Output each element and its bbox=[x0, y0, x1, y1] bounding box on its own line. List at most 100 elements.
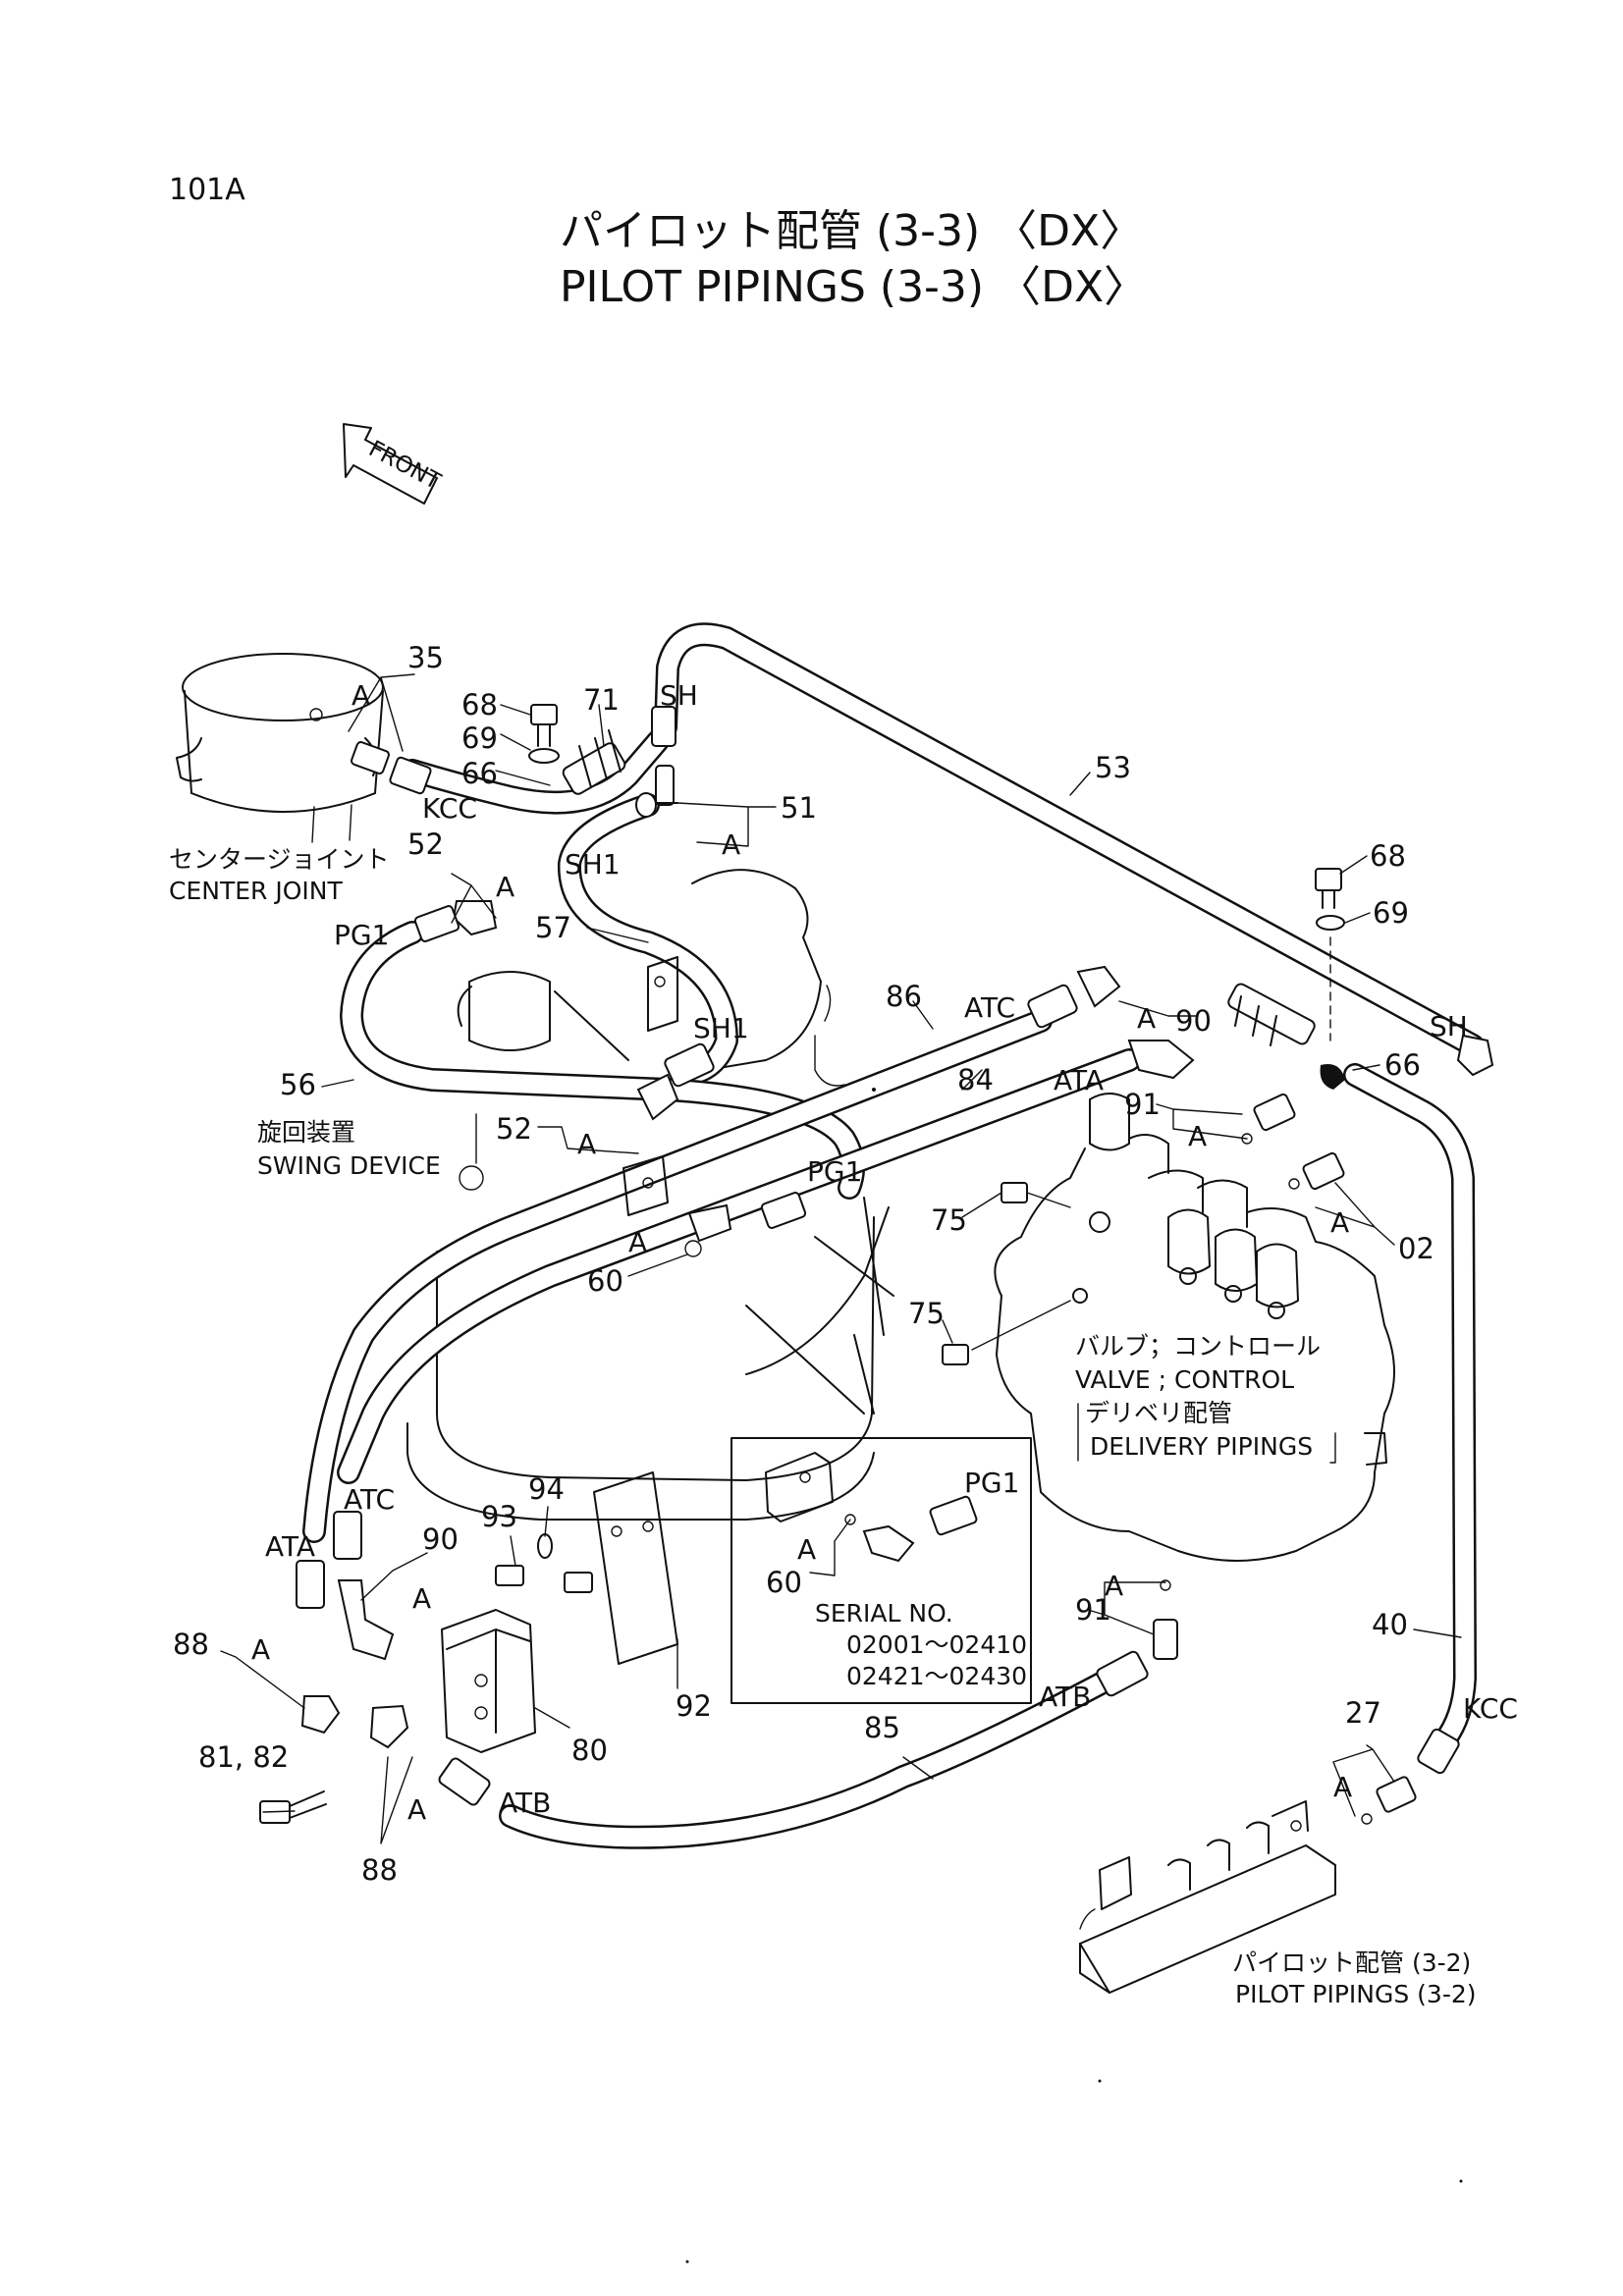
part-number-91-bottom: 91 bbox=[1075, 1593, 1111, 1627]
part-number-69-right: 69 bbox=[1373, 896, 1409, 930]
part-number-92: 92 bbox=[676, 1689, 712, 1723]
part-number-80: 80 bbox=[571, 1734, 608, 1767]
tag-sh1-mid: SH1 bbox=[693, 1012, 749, 1044]
part-number-91-top: 91 bbox=[1124, 1088, 1161, 1121]
part-number-85: 85 bbox=[864, 1711, 900, 1744]
part-number-86: 86 bbox=[886, 980, 922, 1013]
fitting-02 bbox=[1288, 1151, 1345, 1191]
fitting-atb-right bbox=[1096, 1650, 1149, 1697]
a-mark-91-top: A bbox=[1188, 1120, 1207, 1152]
elbow-52-top bbox=[413, 900, 498, 942]
tag-ata-top: ATA bbox=[1054, 1064, 1104, 1096]
elbow-sh-right bbox=[1456, 1034, 1494, 1077]
bolt-68-top bbox=[530, 704, 558, 747]
caption-center-joint-en: CENTER JOINT bbox=[169, 877, 343, 905]
leader-lines bbox=[220, 673, 1462, 1844]
caption-pilot-pipings-32-en: PILOT PIPINGS (3-2) bbox=[1235, 1980, 1477, 2008]
part-number-75-top: 75 bbox=[931, 1203, 967, 1237]
block-52 bbox=[647, 956, 678, 1032]
pipe-85 bbox=[499, 1662, 1131, 1849]
title-english: PILOT PIPINGS (3-3) 〈DX〉 bbox=[560, 262, 1147, 312]
caption-swing-device-jp: 旋回装置 bbox=[257, 1118, 355, 1147]
part-number-90-bottom: 90 bbox=[422, 1522, 459, 1556]
caption-delivery-pipings-en: DELIVERY PIPINGS bbox=[1090, 1432, 1313, 1461]
part-number-69-top: 69 bbox=[461, 721, 498, 755]
scan-specks bbox=[685, 1088, 1463, 2264]
tag-atb-bottom: ATB bbox=[499, 1787, 551, 1819]
fitting-atb-bottom bbox=[438, 1757, 491, 1806]
part-number-81-82: 81, 82 bbox=[198, 1740, 289, 1774]
elbow-90-top bbox=[1076, 965, 1121, 1008]
fitting-ata-top bbox=[1127, 1040, 1195, 1080]
pipe-86 bbox=[302, 1009, 1053, 1543]
fitting-atc-top bbox=[1027, 984, 1078, 1029]
tee-sh-top bbox=[635, 706, 678, 818]
part-number-51: 51 bbox=[781, 791, 817, 825]
fitting-ata-bottom bbox=[296, 1560, 325, 1609]
part-number-75-bottom: 75 bbox=[908, 1297, 945, 1330]
part-number-66-top: 66 bbox=[461, 757, 498, 790]
fitting-kcc-right bbox=[1417, 1728, 1460, 1775]
tag-kcc-right: KCC bbox=[1463, 1692, 1518, 1725]
a-mark-91-bottom: A bbox=[1105, 1570, 1123, 1602]
fitting-91-top bbox=[1241, 1093, 1296, 1145]
serial-range-2: 02421～02430 bbox=[846, 1662, 1027, 1690]
block-80 bbox=[441, 1609, 536, 1753]
plate-92 bbox=[593, 1471, 678, 1665]
pipe-84 bbox=[337, 1048, 1141, 1484]
pilot-valve-block-drawing bbox=[1079, 1800, 1336, 1994]
bolt-68-right bbox=[1315, 868, 1342, 909]
part-number-71: 71 bbox=[583, 683, 620, 717]
block-60 bbox=[622, 1155, 669, 1216]
part-number-35: 35 bbox=[407, 641, 444, 674]
plug-75-top bbox=[1001, 1182, 1071, 1208]
tag-sh-top: SH bbox=[660, 679, 698, 712]
part-number-27: 27 bbox=[1345, 1696, 1381, 1730]
control-valve-drawing bbox=[994, 1093, 1395, 1562]
caption-swing-device-en: SWING DEVICE bbox=[257, 1151, 441, 1180]
title-japanese: パイロット配管 (3-3) 〈DX〉 bbox=[560, 206, 1143, 256]
a-mark-52-bottom: A bbox=[577, 1128, 596, 1160]
clamp-66-right bbox=[1227, 983, 1345, 1090]
serial-inset: SERIAL NO. 02001～02410 02421～02430 bbox=[730, 1437, 1032, 1704]
part-number-94: 94 bbox=[528, 1472, 565, 1506]
fitting-91-bottom bbox=[1153, 1579, 1178, 1660]
tag-pg1-left: PG1 bbox=[334, 919, 389, 951]
part-number-02: 02 bbox=[1398, 1232, 1434, 1265]
caption-center-joint-jp: センタージョイント bbox=[169, 845, 390, 874]
tag-sh-right: SH bbox=[1430, 1010, 1468, 1042]
a-mark-88-top: A bbox=[251, 1633, 270, 1666]
part-number-88-top: 88 bbox=[173, 1628, 209, 1661]
front-label: FRONT bbox=[364, 436, 445, 495]
part-number-84: 84 bbox=[957, 1063, 994, 1096]
tag-kcc-top: KCC bbox=[422, 792, 477, 825]
part-number-52-bottom: 52 bbox=[496, 1112, 532, 1146]
a-mark-35: A bbox=[352, 679, 370, 712]
washer-69-right bbox=[1316, 915, 1345, 1041]
fitting-27 bbox=[1361, 1776, 1417, 1825]
fitting-35 bbox=[351, 741, 432, 795]
pipe-56 bbox=[340, 921, 865, 1200]
a-mark-88-bottom: A bbox=[407, 1793, 426, 1826]
tag-atc-bottom: ATC bbox=[344, 1483, 395, 1516]
elbow-60 bbox=[684, 1192, 807, 1257]
tag-pg1-inset: PG1 bbox=[964, 1467, 1019, 1499]
caption-valve-control-en: VALVE ; CONTROL bbox=[1075, 1365, 1294, 1394]
tag-atb-right: ATB bbox=[1039, 1681, 1091, 1713]
part-number-68-top: 68 bbox=[461, 688, 498, 721]
serial-label: SERIAL NO. bbox=[815, 1599, 953, 1628]
a-mark-90-bottom: A bbox=[412, 1582, 431, 1615]
part-number-40: 40 bbox=[1372, 1608, 1408, 1641]
part-number-60-inset: 60 bbox=[766, 1566, 802, 1599]
pipe-40 bbox=[1343, 1063, 1477, 1754]
part-number-57: 57 bbox=[535, 911, 571, 944]
tag-pg1-mid: PG1 bbox=[807, 1155, 862, 1188]
center-joint-drawing bbox=[176, 653, 384, 843]
tag-ata-bottom: ATA bbox=[265, 1530, 315, 1563]
serial-range-1: 02001～02410 bbox=[846, 1630, 1027, 1659]
part-number-52-top: 52 bbox=[407, 828, 444, 861]
plug-75-bottom bbox=[942, 1300, 1071, 1365]
fitting-atc-bottom bbox=[333, 1511, 362, 1560]
elbow-88-top bbox=[300, 1695, 341, 1735]
